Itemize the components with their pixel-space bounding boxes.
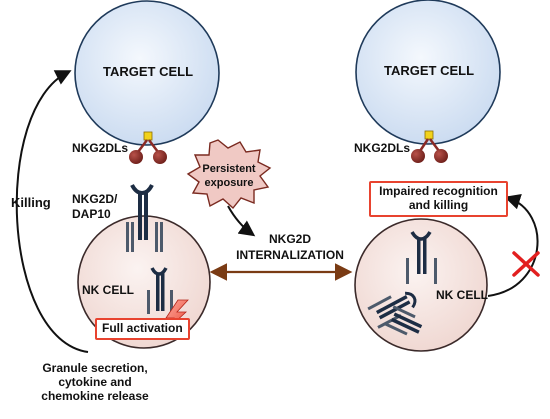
internalization-label-line1: NKG2D (268, 232, 311, 246)
killing-arrow (15, 70, 89, 353)
left-ligand-label: NKG2DLs (72, 141, 129, 155)
full-activation-box: Full activation (95, 318, 190, 340)
right-ligand-label: NKG2DLs (354, 141, 411, 155)
impaired-label-line1: Impaired recognition (379, 184, 498, 198)
burst-to-internalization-arrow (227, 205, 256, 237)
secretion-label-line1: Granule secretion, (42, 361, 148, 375)
right-target-cell (355, 0, 501, 145)
left-ligands (129, 131, 167, 164)
left-nk-cell-label: NK CELL (82, 283, 134, 297)
burst-label-line2: exposure (204, 177, 254, 189)
left-surface-receptor (126, 184, 163, 252)
impaired-arrow (487, 194, 539, 297)
persistent-exposure-burst (186, 139, 272, 210)
burst-label-line1: Persistent (202, 163, 256, 175)
secretion-label: Granule secretion, cytokine and chemokin… (20, 361, 170, 403)
receptor-label-line1: NKG2D/ (72, 192, 118, 206)
impaired-label-line2: and killing (408, 197, 469, 212)
left-target-cell-label: TARGET CELL (103, 64, 194, 79)
right-nk-cell-label: NK CELL (436, 288, 488, 302)
secretion-label-line3: chemokine release (41, 388, 149, 403)
internalization-label-line2: INTERNALIZATION (236, 248, 344, 262)
right-internalized-receptors (367, 291, 423, 336)
receptor-label-line2: DAP10 (72, 207, 111, 221)
left-target-cell (74, 0, 220, 146)
right-target-cell-label: TARGET CELL (384, 63, 475, 78)
cross-mark-icon (512, 251, 540, 277)
killing-label: Killing (11, 195, 51, 210)
secretion-label-line2: cytokine and (58, 374, 132, 389)
impaired-recognition-box: Impaired recognition and killing (369, 181, 508, 217)
right-ligands (411, 130, 448, 163)
right-nk-cell (354, 218, 488, 352)
right-surface-receptor (406, 231, 437, 284)
